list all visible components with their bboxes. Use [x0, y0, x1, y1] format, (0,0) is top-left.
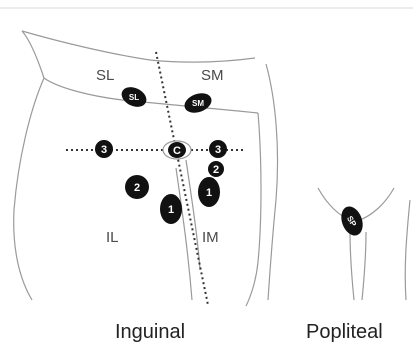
region-label-sm: SM [201, 67, 224, 84]
node-left-3: 3 [95, 140, 113, 158]
node-right-2-label: 2 [213, 164, 219, 176]
node-left-1: 1 [160, 194, 182, 224]
region-label-im: IM [202, 229, 219, 246]
node-sl: SL [118, 83, 149, 110]
node-left-2: 2 [125, 175, 149, 199]
node-center-label: C [173, 145, 181, 157]
node-sl-label: SL [129, 93, 139, 102]
node-sm-label: SM [192, 99, 204, 108]
region-label-il: IL [106, 229, 119, 246]
caption-inguinal: Inguinal [115, 321, 185, 343]
node-popliteal: SP [337, 203, 366, 238]
node-right-1: 1 [198, 177, 220, 207]
region-label-sl: SL [96, 67, 114, 84]
node-left-2-label: 2 [134, 182, 140, 194]
caption-popliteal: Popliteal [306, 321, 383, 343]
popliteal-contour [266, 64, 410, 300]
node-right-3: 3 [209, 140, 227, 158]
node-sm: SM [182, 90, 214, 116]
node-right-3-label: 3 [215, 144, 221, 156]
node-left-3-label: 3 [101, 144, 107, 156]
node-left-1-label: 1 [168, 204, 174, 216]
node-right-1-label: 1 [206, 187, 212, 199]
node-right-2: 2 [208, 161, 224, 177]
node-center: C [168, 142, 186, 158]
